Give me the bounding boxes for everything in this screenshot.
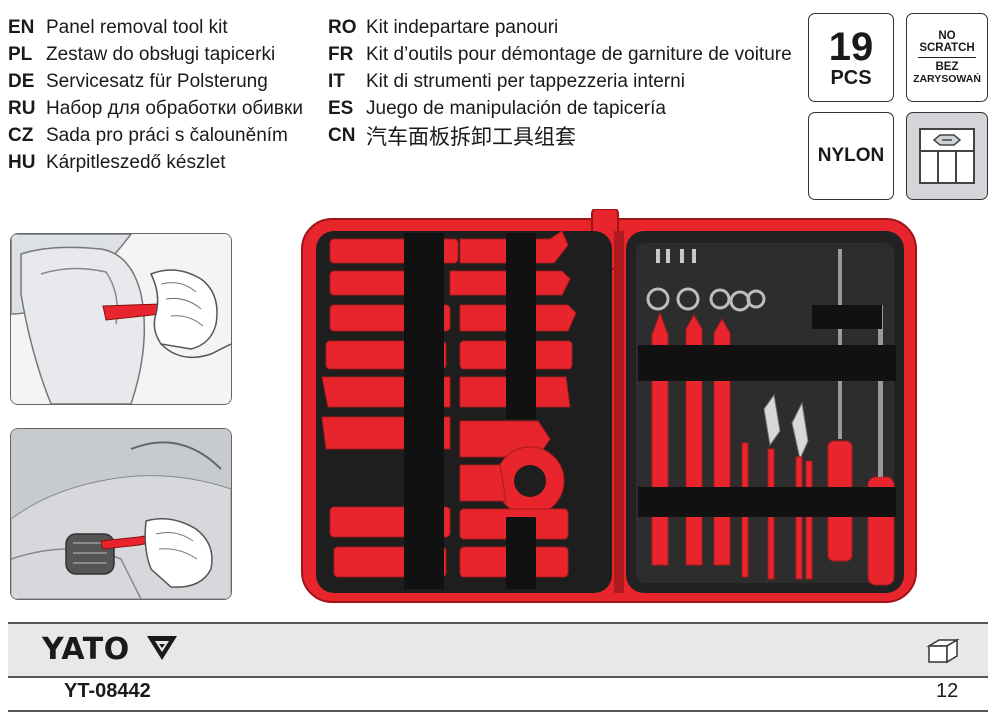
lang-code: CN [328, 124, 356, 146]
bez-line2: ZARYSOWAŃ [913, 73, 981, 86]
lang-text: Набор для обработки обивки [46, 97, 303, 119]
lang-text: Sada pro práci s čalouněním [46, 124, 288, 146]
piece-count-badge: 19 PCS [808, 13, 894, 102]
lang-text: Kit indepartare panouri [366, 16, 559, 38]
piece-count-unit: PCS [830, 66, 872, 89]
lang-row-cn: CN 汽车面板拆卸工具组套 [328, 122, 792, 149]
panel-clip-icon-badge [906, 112, 988, 200]
lang-code: RU [8, 97, 36, 119]
lang-code: HU [8, 151, 36, 173]
material-label: NYLON [817, 145, 885, 166]
tool-case-photo [300, 208, 918, 604]
material-badge: NYLON [808, 112, 894, 200]
tool-case-drawing [301, 208, 917, 603]
lang-text: Juego de manipulación de tapicería [366, 97, 666, 119]
lang-code: PL [8, 43, 33, 65]
language-list-left: EN Panel removal tool kit PL Zestaw do obs… [8, 14, 303, 176]
lang-code: EN [8, 16, 35, 38]
language-list-right: RO Kit indepartare panouri FR Kit d’outils… [328, 14, 792, 149]
lang-row-ru: RU Набор для обработки обивки [8, 95, 303, 122]
lang-text: Servicesatz für Polsterung [46, 70, 268, 92]
lang-text: 汽车面板拆卸工具组套 [366, 124, 576, 149]
lang-code: FR [328, 43, 354, 65]
door-panel-illustration [10, 233, 232, 405]
door-panel-drawing [11, 234, 231, 404]
lang-row-cz: CZ Sada pro práci s čalouněním [8, 122, 303, 149]
lang-code: CZ [8, 124, 34, 146]
lang-text: Kit di strumenti per tappezzeria interni [366, 70, 685, 92]
lang-row-en: EN Panel removal tool kit [8, 14, 303, 41]
brand-logo: YATO [42, 632, 179, 667]
lang-row-hu: HU Kárpitleszedő készlet [8, 149, 303, 176]
no-scratch-line1: NO [938, 29, 956, 42]
lang-code: ES [328, 97, 354, 119]
lang-row-de: DE Servicesatz für Polsterung [8, 68, 303, 95]
lang-row-it: IT Kit di strumenti per tappezzeria inter… [328, 68, 792, 95]
package-quantity: 12 [936, 680, 959, 702]
product-footer: YATO YT-08442 12 [8, 622, 988, 712]
badge-divider [918, 56, 976, 59]
piece-count-number: 19 [828, 24, 874, 69]
yato-logo-icon [146, 636, 177, 660]
box-icon [926, 638, 960, 664]
lang-code: RO [328, 16, 357, 38]
panel-clip-icon [919, 128, 975, 184]
product-code: YT-08442 [64, 680, 151, 702]
brand-bar: YATO [8, 624, 988, 678]
lang-text: Kárpitleszedő készlet [46, 151, 226, 173]
dashboard-vent-drawing [11, 429, 231, 599]
lang-text: Zestaw do obsługi tapicerki [46, 43, 276, 65]
no-scratch-line2: SCRATCH [919, 41, 975, 54]
lang-text: Kit d’outils pour démontage de garniture… [366, 43, 792, 65]
no-scratch-badge: NO SCRATCH BEZ ZARYSOWAŃ [906, 13, 988, 102]
lang-row-fr: FR Kit d’outils pour démontage de garnitu… [328, 41, 792, 68]
lang-row-pl: PL Zestaw do obsługi tapicerki [8, 41, 303, 68]
dashboard-vent-illustration [10, 428, 232, 600]
lang-row-es: ES Juego de manipulación de tapicería [328, 95, 792, 122]
lang-code: DE [8, 70, 35, 92]
lang-text: Panel removal tool kit [46, 16, 228, 38]
bez-line1: BEZ [935, 61, 959, 74]
brand-name: YATO [42, 632, 130, 667]
lang-code: IT [328, 70, 345, 92]
lang-row-ro: RO Kit indepartare panouri [328, 14, 792, 41]
